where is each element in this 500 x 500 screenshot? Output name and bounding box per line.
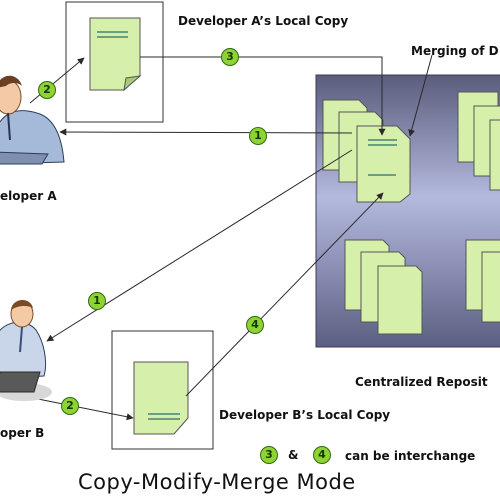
arrow-merge-callout (408, 54, 433, 137)
step-badge-b-get: 1 (88, 292, 106, 310)
developer-a-label: eloper A (0, 189, 57, 203)
developer-b-label: oper B (0, 426, 45, 440)
legend-badge-four: 4 (313, 446, 331, 464)
arrow-a-get (59, 128, 353, 136)
step-badge-b-edit: 2 (61, 397, 79, 415)
step-badge-a-edit: 2 (38, 81, 56, 99)
legend-ampersand: & (288, 448, 299, 462)
legend-badge-three: 3 (260, 446, 278, 464)
diagram-title: Copy-Modify-Merge Mode (78, 470, 356, 494)
merging-label: Merging of D (411, 44, 499, 58)
step-badge-a-commit: 3 (221, 48, 239, 66)
developer-b-local-copy-label: Developer B’s Local Copy (219, 408, 391, 422)
developer-a-local-copy-label: Developer A’s Local Copy (178, 14, 349, 28)
step-badge-a-get: 1 (249, 127, 267, 145)
developer-a-figure (0, 75, 65, 165)
repo-document-stack-top-right (457, 91, 500, 191)
developer-b-figure (0, 299, 52, 401)
central-repository-label: Centralized Reposit (355, 375, 488, 389)
arrow-b-get (46, 149, 353, 342)
arrow-a-commit (140, 56, 386, 136)
arrow-b-commit (185, 192, 384, 397)
flow-arrows (27, 54, 433, 421)
merged-document-lines (368, 139, 397, 176)
developer-a-document (89, 17, 142, 92)
arrow-b-edit (27, 396, 134, 421)
legend-text: can be interchange (345, 449, 476, 463)
repo-document-stack-bottom-right (465, 239, 500, 323)
repo-document-stack-bottom-left (344, 239, 423, 335)
step-badge-b-commit: 4 (246, 316, 264, 334)
developer-b-document (133, 361, 189, 435)
